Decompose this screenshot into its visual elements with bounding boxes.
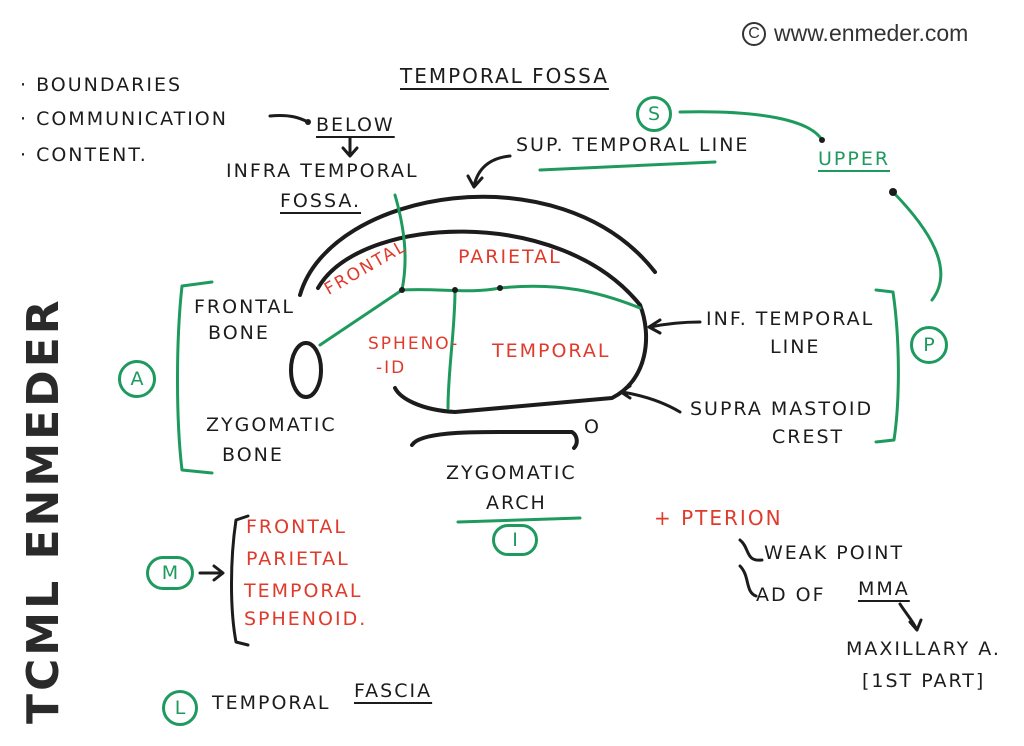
medial-bracket	[230, 514, 250, 647]
below-arrow	[341, 136, 359, 158]
communication-arrow	[268, 114, 310, 124]
zygomatic-bone-2: BONE	[222, 444, 284, 466]
sup-temporal-line-label: SUP. TEMPORAL LINE	[516, 134, 750, 156]
posterior-marker: P	[910, 326, 948, 364]
inf-temporal-line-arc	[316, 229, 642, 307]
sup-temporal-line-arc	[298, 194, 657, 297]
pterion-part: [1ST PART]	[862, 670, 986, 692]
lateral-fascia: FASCIA	[354, 680, 433, 702]
pterion-branch	[738, 538, 764, 598]
posterior-bracket	[874, 288, 900, 444]
medial-bone-2: PARIETAL	[246, 548, 350, 570]
lateral-marker: L	[162, 690, 198, 726]
sup-line-arrow	[466, 154, 512, 189]
superior-connector	[678, 110, 824, 142]
copyright-icon: C	[742, 21, 766, 46]
region-sphenoid-1: SPHENO-	[368, 334, 460, 354]
anterior-bracket	[176, 280, 214, 475]
infratemporal-label-1: INFRA TEMPORAL	[226, 160, 419, 182]
pterion-maxillary: MAXILLARY A.	[846, 638, 1001, 660]
supramastoid-1: SUPRA MASTOID	[690, 398, 874, 420]
sup-line-underline	[538, 160, 717, 172]
anterior-marker: A	[118, 360, 156, 398]
zygomatic-arch-stroke	[410, 430, 579, 450]
medial-bone-4: SPHENOID.	[244, 608, 368, 630]
upper-to-posterior-connector	[891, 190, 943, 302]
watermark-url: www.enmeder.com	[774, 20, 969, 46]
inf-line-arrow	[647, 318, 702, 335]
pterion-label: + PTERION	[654, 506, 783, 530]
pterion-weak-point: WEAK POINT	[764, 542, 905, 564]
upper-label: UPPER	[818, 148, 891, 170]
supramastoid-arrow	[619, 384, 682, 414]
outline-communication: · COMMUNICATION	[20, 108, 228, 130]
page-title: TEMPORAL FOSSA	[400, 64, 609, 88]
frontal-bone-1: FRONTAL	[194, 296, 296, 318]
zygomatic-bone-1: ZYGOMATIC	[206, 414, 337, 436]
medial-arrow	[198, 564, 225, 582]
zygomatic-arch-underline	[456, 516, 582, 524]
medial-marker: M	[146, 556, 194, 590]
infratemporal-label-2: FOSSA.	[280, 190, 362, 212]
outline-boundaries: · BOUNDARIES	[20, 74, 183, 96]
outline-content: · CONTENT.	[20, 144, 148, 166]
inf-temporal-line-2: LINE	[770, 336, 821, 358]
squamous-suture	[400, 284, 642, 310]
pterion-ad-of: AD OF	[756, 584, 826, 606]
inf-temporal-line-1: INF. TEMPORAL	[706, 308, 875, 330]
frontal-bone-2: BONE	[208, 322, 270, 344]
pterion-mma: MMA	[858, 578, 910, 600]
lateral-temporal: TEMPORAL	[212, 692, 331, 714]
fossa-outline	[393, 303, 648, 414]
supramastoid-2: CREST	[772, 426, 845, 448]
zygomatic-arch-2: ARCH	[486, 492, 547, 514]
small-circle-label: O	[584, 416, 601, 438]
inferior-marker: I	[492, 524, 538, 556]
zygomatic-arch-1: ZYGOMATIC	[446, 462, 577, 484]
side-brand: TCML ENMEDER	[18, 297, 69, 724]
mma-branch	[898, 602, 923, 632]
medial-bone-3: TEMPORAL	[244, 580, 363, 602]
region-parietal: PARIETAL	[458, 246, 562, 268]
watermark: C www.enmeder.com	[742, 20, 968, 47]
below-label: BELOW	[316, 114, 395, 136]
sphenoid-suture	[446, 288, 457, 410]
superior-marker: S	[636, 96, 672, 132]
region-temporal: TEMPORAL	[492, 340, 611, 362]
region-sphenoid-2: -ID	[376, 358, 407, 378]
orbit-ellipse	[289, 341, 323, 399]
medial-bone-1: FRONTAL	[246, 516, 348, 538]
